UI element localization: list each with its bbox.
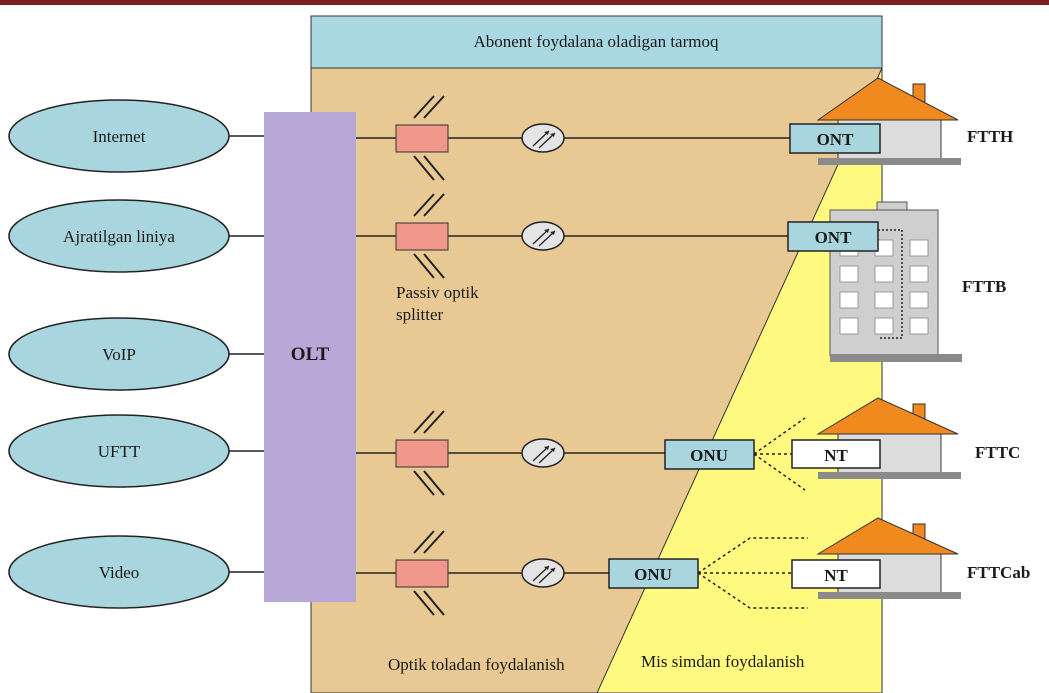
copper-drop-fttcab [697, 537, 808, 609]
ont-label: ONT [815, 228, 853, 247]
nt-box-fttc [791, 439, 881, 469]
onu-box-fttc [664, 439, 755, 470]
copper-drop-fttc [753, 417, 806, 491]
top-bar [0, 0, 1049, 5]
endpoint-fttcab: FTTCab [967, 563, 1030, 582]
olt-label: OLT [291, 344, 330, 365]
service-label: VoIP [102, 345, 136, 364]
splitter-icon [395, 530, 449, 616]
nt-label: NT [824, 566, 848, 585]
service-label: Internet [93, 127, 146, 146]
service-video: Video [8, 535, 264, 609]
nt-label: NT [824, 446, 848, 465]
fiber-row-fttb [356, 193, 788, 279]
header-band [310, 15, 883, 69]
onu-label: ONU [634, 565, 672, 584]
fttc-house [816, 397, 961, 479]
onu-label: ONU [690, 446, 728, 465]
service-ajratilgan-liniya: Ajratilgan liniya [8, 199, 264, 273]
nt-box-fttcab [791, 559, 881, 589]
splitter-caption-line2: splitter [396, 305, 444, 324]
splitter-icon [395, 193, 449, 279]
fiber-row-fttc [356, 410, 665, 496]
coupler-icon [521, 438, 565, 468]
service-label: Video [99, 563, 140, 582]
header-title: Abonent foydalana oladigan tarmoq [473, 32, 719, 51]
endpoint-fttc: FTTC [975, 443, 1020, 462]
fiber-row-ftth [356, 95, 790, 181]
footer-copper: Mis simdan foydalanish [641, 652, 805, 671]
service-label: UFTT [98, 442, 141, 461]
olt-block [264, 112, 356, 602]
coupler-icon [521, 221, 565, 251]
fiber-row-fttcab [356, 530, 609, 616]
ont-box-fttb [787, 221, 879, 252]
endpoint-fttb: FTTB [962, 277, 1006, 296]
endpoint-ftth: FTTH [967, 127, 1013, 146]
service-internet: Internet [8, 99, 264, 173]
footer-optical: Optik toladan foydalanish [388, 655, 565, 674]
coupler-icon [521, 123, 565, 153]
ont-box-ftth [789, 123, 881, 154]
service-uftt: UFTT [8, 414, 264, 488]
service-voip: VoIP [8, 317, 264, 391]
service-label: Ajratilgan liniya [63, 227, 175, 246]
splitter-caption-line1: Passiv optik [396, 283, 479, 302]
splitter-icon [395, 95, 449, 181]
ont-label: ONT [817, 130, 855, 149]
splitter-icon [395, 410, 449, 496]
coupler-icon [521, 558, 565, 588]
